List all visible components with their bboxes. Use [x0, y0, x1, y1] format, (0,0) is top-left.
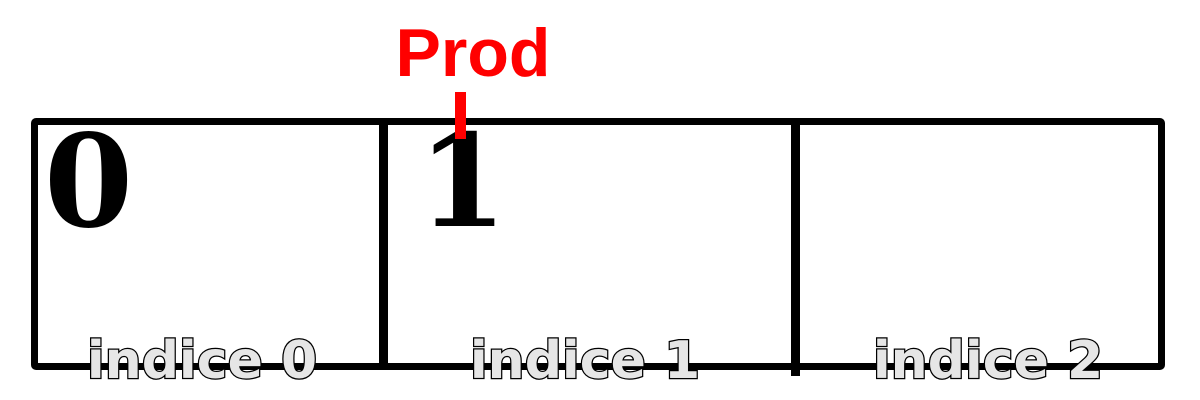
cell-divider-1 [379, 118, 388, 370]
array-buffer [31, 118, 1165, 370]
producer-pointer-tick [455, 92, 466, 139]
cell-divider-2 [791, 118, 800, 376]
cell-0-index-label: indice 0 [86, 330, 319, 393]
producer-pointer-label: Prod [395, 15, 551, 91]
cell-2-index-label: indice 2 [872, 330, 1105, 393]
cell-1-value: 1 [418, 107, 508, 257]
cell-0-value: 0 [44, 107, 134, 257]
cell-1-index-label: indice 1 [469, 330, 702, 393]
